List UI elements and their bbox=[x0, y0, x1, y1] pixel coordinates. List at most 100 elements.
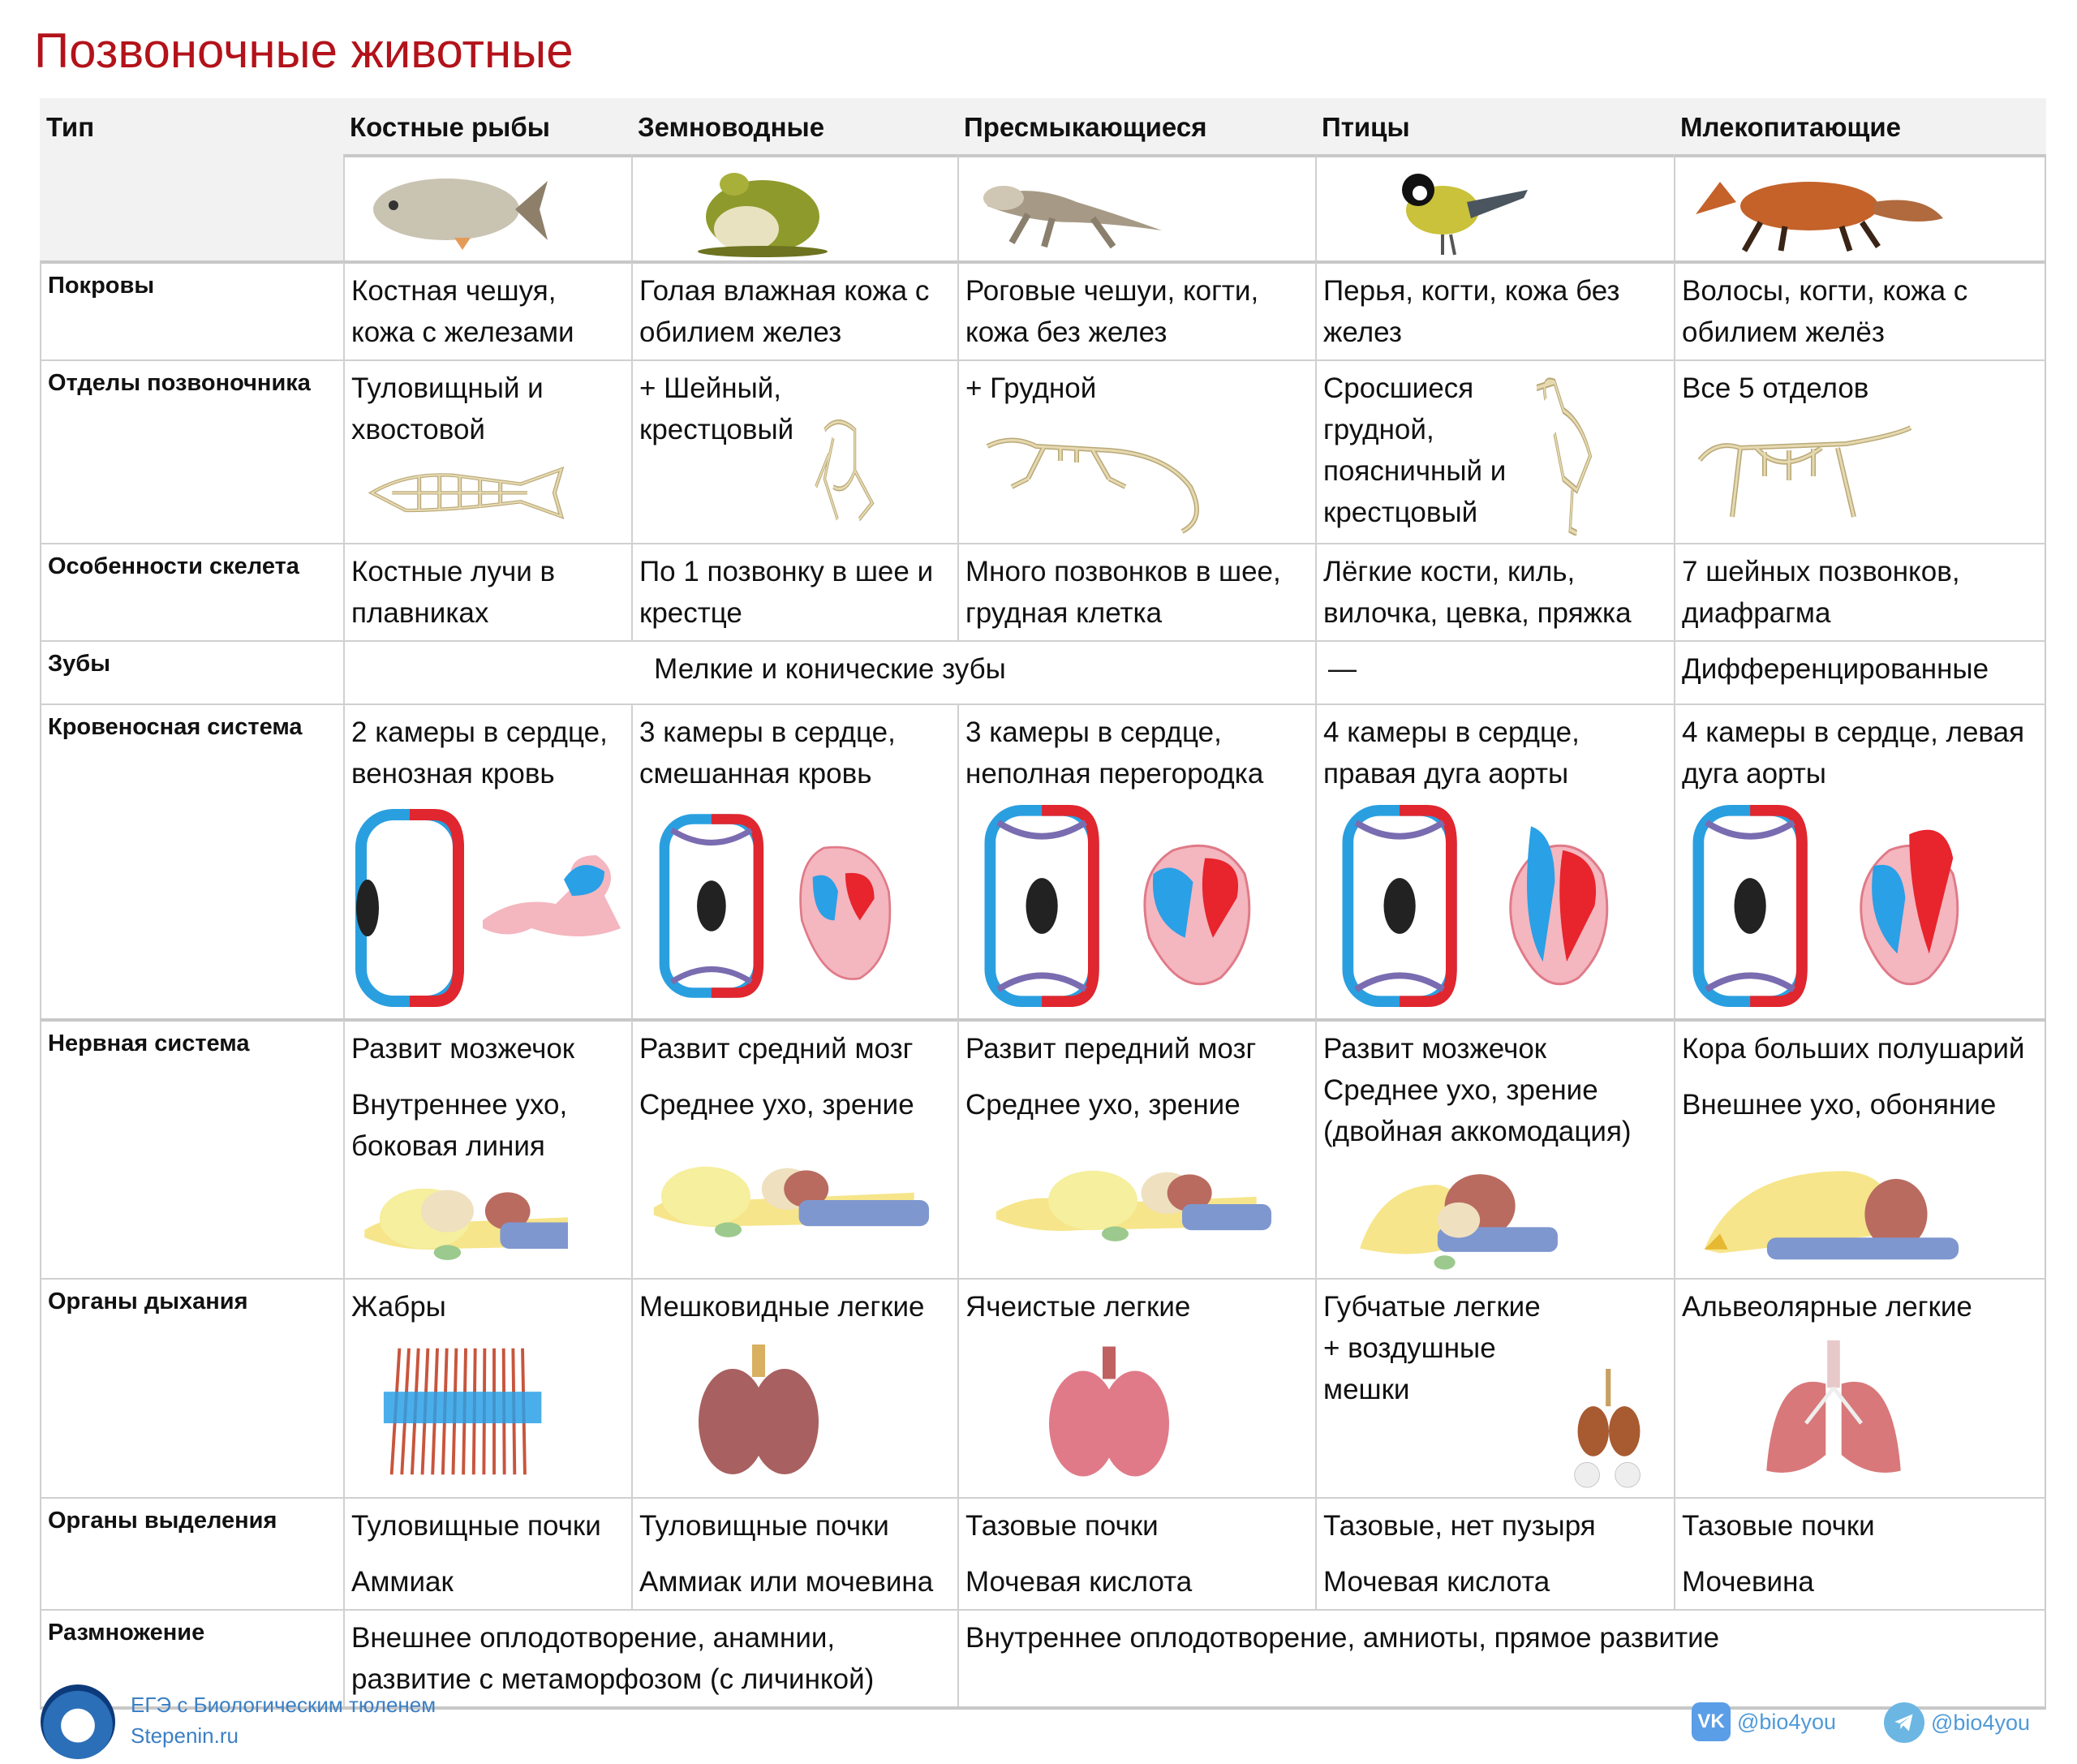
lungs-image bbox=[1560, 1369, 1658, 1491]
cell: Костные лучи в плавниках bbox=[343, 543, 631, 640]
cell-text: Аммиак bbox=[351, 1566, 454, 1598]
cell-text: Аммиак или мочевина bbox=[639, 1566, 934, 1598]
cell-text: Туловищные почки bbox=[639, 1510, 889, 1542]
circulation-diagram bbox=[979, 802, 1279, 1009]
row-label-nervous: Нервная система bbox=[40, 1018, 343, 1278]
header-mammals: Млекопитающие bbox=[1674, 98, 2046, 154]
cell-text: Туловищные почки bbox=[351, 1510, 601, 1542]
cell-text: Среднее ухо, зрение (двойная аккомодация… bbox=[1323, 1074, 1632, 1147]
telegram-handle: @bio4you bbox=[1931, 1710, 2030, 1735]
cell: Все 5 отделов bbox=[1674, 359, 2046, 543]
brain-image bbox=[1337, 1164, 1580, 1273]
header-fish: Костные рыбы bbox=[343, 98, 631, 154]
cell-text: Все 5 отделов bbox=[1682, 372, 1869, 404]
cell: Голая влажная кожа с обилием желез bbox=[631, 260, 957, 359]
cell-text: Среднее ухо, зрение bbox=[639, 1089, 914, 1121]
cell-text: Мочевая кислота bbox=[965, 1566, 1193, 1598]
cat-skeleton-image bbox=[1684, 411, 1927, 533]
brain-image bbox=[645, 1155, 945, 1245]
cell: Дифференцированные bbox=[1674, 640, 2046, 703]
cell-text: Развит средний мозг bbox=[639, 1033, 914, 1065]
header-reptiles: Пресмыкающиеся bbox=[957, 98, 1315, 154]
cell-text: Туловищный и хвостовой bbox=[351, 372, 544, 445]
cell-text: Развит передний мозг bbox=[965, 1033, 1257, 1065]
header-type: Тип bbox=[40, 98, 343, 260]
cell-text: Развит мозжечок bbox=[1323, 1033, 1547, 1065]
cell: Волосы, когти, кожа с обилием желёз bbox=[1674, 260, 2046, 359]
telegram-icon bbox=[1884, 1702, 1924, 1743]
frog-image bbox=[690, 164, 836, 257]
site-link[interactable]: Stepenin.ru bbox=[131, 1723, 239, 1748]
row-label-spine: Отделы позвоночника bbox=[40, 359, 343, 543]
cell-text: 4 камеры в сердце, левая дуга аорты bbox=[1682, 716, 2025, 789]
cell: 7 шейных позвонков, диафрагма bbox=[1674, 543, 2046, 640]
frog-cell bbox=[631, 154, 957, 260]
cell-text: Внешнее ухо, обоняние bbox=[1682, 1089, 1997, 1121]
cell: Внешнее оплодотворение, анамнии, развити… bbox=[343, 1609, 957, 1706]
cell: По 1 позвонку в шее и крестце bbox=[631, 543, 957, 640]
frog-skeleton-image bbox=[807, 406, 937, 527]
lizard-cell bbox=[957, 154, 1315, 260]
cell: Туловищный и хвостовой bbox=[343, 359, 631, 543]
bird-skeleton-image bbox=[1528, 365, 1662, 536]
cell: Костная чешуя, кожа с железами bbox=[343, 260, 631, 359]
cell-text: 3 камеры в сердце, неполная перегородка bbox=[965, 716, 1264, 789]
seal-logo bbox=[41, 1684, 115, 1759]
fish-cell bbox=[343, 154, 631, 260]
cell: + Шейный, крестцовый bbox=[631, 359, 957, 543]
cell: Мешковидные легкие bbox=[631, 1278, 957, 1497]
telegram-link[interactable]: @bio4you bbox=[1884, 1702, 2030, 1743]
cell-text: Мешковидные легкие bbox=[639, 1291, 925, 1323]
cell-text: Ячеистые легкие bbox=[965, 1291, 1191, 1323]
cell-text: + Грудной bbox=[965, 372, 1097, 404]
cell-text: 2 камеры в сердце, венозная кровь bbox=[351, 716, 608, 789]
cell-text: Сросшиеся грудной, поясничный и крестцов… bbox=[1323, 372, 1507, 528]
fish-image bbox=[365, 169, 552, 250]
vk-handle: @bio4you bbox=[1737, 1709, 1836, 1734]
cell-text: Развит мозжечок bbox=[351, 1033, 575, 1065]
bird-image bbox=[1386, 166, 1532, 256]
cell-text: 3 камеры в сердце, смешанная кровь bbox=[639, 716, 896, 789]
cell: 4 камеры в сердце, левая дуга аорты bbox=[1674, 703, 2046, 1018]
vk-link[interactable]: VK@bio4you bbox=[1692, 1702, 1836, 1741]
cell: 4 камеры в сердце, правая дуга аорты bbox=[1315, 703, 1674, 1018]
circulation-diagram bbox=[657, 802, 925, 1009]
brain-image bbox=[357, 1176, 568, 1269]
row-label-reproduction: Размножение bbox=[40, 1609, 343, 1706]
cell: Много позвонков в шее, грудная клетка bbox=[957, 543, 1315, 640]
circulation-diagram bbox=[1337, 802, 1637, 1009]
cell: Перья, когти, кожа без желез bbox=[1315, 260, 1674, 359]
bird-cell bbox=[1315, 154, 1674, 260]
brain-image bbox=[975, 1160, 1300, 1249]
row-label-respiratory: Органы дыхания bbox=[40, 1278, 343, 1497]
cell: — bbox=[1315, 640, 1674, 703]
cell: 3 камеры в сердце, смешанная кровь bbox=[631, 703, 957, 1018]
cell-text: Среднее ухо, зрение bbox=[965, 1089, 1241, 1121]
cell: + Грудной bbox=[957, 359, 1315, 543]
fish-skeleton-image bbox=[365, 452, 568, 540]
cell-text: Внутреннее ухо, боковая линия bbox=[351, 1089, 568, 1162]
cell: Губчатые легкие + воздушные мешки bbox=[1315, 1278, 1674, 1497]
cell: Мелкие и конические зубы bbox=[343, 640, 1315, 703]
header-birds: Птицы bbox=[1315, 98, 1674, 154]
cell-text: Тазовые почки bbox=[965, 1510, 1159, 1542]
vk-icon: VK bbox=[1692, 1702, 1731, 1741]
brand-link[interactable]: ЕГЭ с Биологическим тюленем bbox=[131, 1693, 436, 1717]
lizard-skeleton-image bbox=[979, 414, 1223, 536]
cell: 3 камеры в сердце, неполная перегородка bbox=[957, 703, 1315, 1018]
cell-text: Кора больших полушарий bbox=[1682, 1033, 2025, 1065]
circulation-diagram bbox=[1688, 802, 1988, 1009]
cell-text: + Шейный, крестцовый bbox=[639, 372, 794, 445]
header-amphibians: Земноводные bbox=[631, 98, 957, 154]
fox-cell bbox=[1674, 154, 2046, 260]
row-label-excretory: Органы выделения bbox=[40, 1497, 343, 1609]
cell-text: Тазовые, нет пузыря bbox=[1323, 1510, 1596, 1542]
cell: Лёгкие кости, киль, вилочка, цевка, пряж… bbox=[1315, 543, 1674, 640]
row-label-teeth: Зубы bbox=[40, 640, 343, 703]
